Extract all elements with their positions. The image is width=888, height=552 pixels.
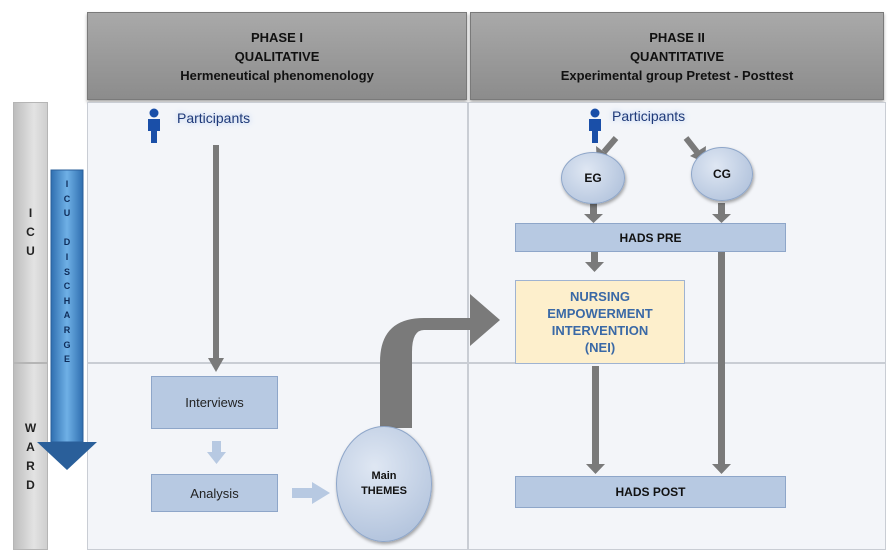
person-icon — [148, 108, 160, 143]
phase-2-type: QUANTITATIVE — [629, 48, 725, 64]
phase-1-icu-panel — [87, 102, 468, 363]
nei-line: EMPOWERMENT — [547, 306, 653, 321]
arrow-themes-to-phase-2 — [380, 294, 500, 428]
hads-post-box: HADS POST — [515, 476, 786, 508]
phase-1-participants-label: Participants — [177, 110, 251, 126]
discharge-letter: S — [63, 266, 70, 277]
phase-1-title: PHASE I — [250, 29, 303, 45]
phase-1-method: Hermeneutical phenomenology — [180, 67, 374, 83]
person-icon — [589, 108, 601, 143]
icu-discharge-arrow — [37, 169, 97, 470]
icu-side-label: I C U — [13, 102, 48, 363]
eg-circle: EG — [561, 152, 625, 204]
discharge-letter: H — [63, 295, 71, 306]
icu-letter: C — [26, 225, 35, 239]
analysis-box: Analysis — [151, 474, 278, 512]
themes-line-1: Main — [371, 470, 397, 482]
arrow-hads-pre-to-nei — [585, 252, 604, 272]
phase-2-title: PHASE II — [649, 29, 705, 45]
themes-line-2: THEMES — [361, 485, 407, 497]
phase-2-ward-panel — [468, 363, 886, 550]
nei-line: INTERVENTION — [551, 323, 649, 338]
arrow-participants-to-interviews — [208, 145, 224, 372]
discharge-letter: D — [63, 237, 71, 248]
arrow-eg-to-hads-pre — [584, 203, 603, 223]
icu-letter: U — [26, 244, 35, 258]
main-themes-circle: Main THEMES — [336, 426, 432, 542]
arrow-cg-to-hads-pre — [712, 203, 731, 223]
ward-side-label: W A R D — [13, 363, 48, 550]
arrow-analysis-to-themes — [292, 482, 330, 504]
phase-1-header: PHASE I QUALITATIVE Hermeneutical phenom… — [87, 12, 467, 100]
nei-line: (NEI) — [584, 340, 616, 355]
nei-box: NURSING EMPOWERMENT INTERVENTION (NEI) — [515, 280, 685, 364]
phase-2-method: Experimental group Pretest - Posttest — [560, 67, 794, 83]
interviews-box: Interviews — [151, 376, 278, 429]
arrow-nei-to-hads-post — [586, 366, 605, 474]
phase-2-header: PHASE II QUANTITATIVE Experimental group… — [470, 12, 884, 100]
discharge-letter: A — [63, 310, 71, 321]
hads-pre-box: HADS PRE — [515, 223, 786, 252]
discharge-letter: E — [63, 354, 70, 365]
discharge-letter: U — [63, 208, 71, 219]
phase-1-type: QUALITATIVE — [234, 48, 320, 64]
nei-line: NURSING — [570, 289, 630, 304]
discharge-letter: R — [63, 324, 71, 335]
cg-circle: CG — [691, 147, 753, 201]
discharge-letter: C — [63, 281, 71, 292]
discharge-letter: I — [65, 179, 69, 189]
discharge-letter: I — [65, 251, 69, 262]
ward-letter: A — [26, 439, 35, 454]
ward-letter: W — [24, 420, 37, 435]
discharge-letter: C — [63, 193, 71, 204]
phase-2-participants-label: Participants — [612, 108, 686, 124]
ward-letter: D — [26, 477, 35, 492]
icu-discharge-label: I C U D I S C H A R G E — [51, 177, 83, 437]
icu-letter: I — [28, 206, 33, 220]
discharge-letter: G — [63, 339, 71, 350]
arrow-hads-pre-to-hads-post — [712, 252, 731, 474]
ward-letter: R — [26, 458, 35, 473]
arrow-interviews-to-analysis — [207, 441, 226, 464]
